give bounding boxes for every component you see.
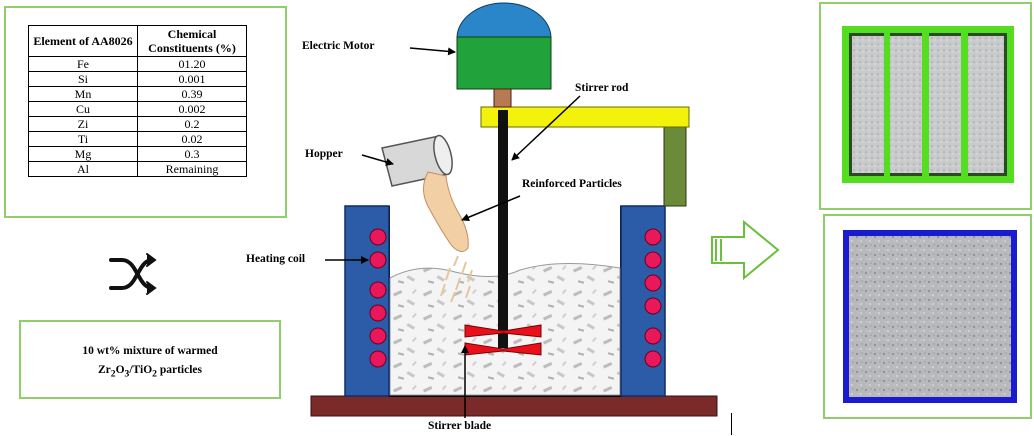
mixture-description: 10 wt% mixture of warmed Zr2O3/TiO2 part… xyxy=(21,342,279,383)
falling-particles xyxy=(440,255,473,303)
furnace-base xyxy=(310,395,718,417)
value-cell: 0.3 xyxy=(137,146,247,162)
motor-body xyxy=(456,36,552,90)
surface-texture-photo xyxy=(843,230,1017,403)
mixture-line-1: 10 wt% mixture of warmed xyxy=(82,345,218,357)
element-cell: Mg xyxy=(28,146,138,162)
stirrer-rod-label: Stirrer rod xyxy=(575,82,629,94)
heating-coil-dots xyxy=(369,228,662,368)
annotation-arrows xyxy=(325,47,581,418)
formula-part: particles xyxy=(156,364,202,376)
heating-coil-label: Heating coil xyxy=(246,253,306,265)
formula-part: /TiO xyxy=(129,364,153,376)
shuffle-icon xyxy=(109,253,157,295)
value-cell: 0.002 xyxy=(137,101,247,117)
stirrer-rod xyxy=(498,110,508,348)
element-cell: Al xyxy=(28,161,138,177)
specimen-rods-photo xyxy=(842,26,1014,183)
mixture-panel: 10 wt% mixture of warmed Zr2O3/TiO2 part… xyxy=(19,320,281,399)
support-frame xyxy=(480,106,690,128)
stirrer-blade-label: Stirrer blade xyxy=(428,420,492,432)
outline-arrow-right-icon xyxy=(711,219,780,281)
composition-table: Element of AA8026 Chemical Constituents … xyxy=(28,25,247,177)
value-cell: 01.20 xyxy=(137,56,247,72)
formula-part: Zr xyxy=(98,364,111,376)
reinforced-particles-label: Reinforced Particles xyxy=(522,178,622,190)
text-cursor xyxy=(731,413,732,435)
motor-dome xyxy=(456,2,552,39)
motor-coupling xyxy=(493,88,512,108)
hopper-label: Hopper xyxy=(305,148,343,160)
element-cell: Mn xyxy=(28,86,138,102)
reinforced-particle-stream xyxy=(423,171,469,252)
electric-motor-label: Electric Motor xyxy=(302,40,375,52)
value-cell: Remaining xyxy=(137,161,247,177)
formula-subscript: 2 xyxy=(152,368,157,380)
mixture-line-2: Zr2O3/TiO2 particles xyxy=(21,361,279,383)
composition-table-panel: Element of AA8026 Chemical Constituents … xyxy=(4,6,287,218)
formula-part: O xyxy=(115,364,125,376)
formula-subscript: 3 xyxy=(124,368,130,380)
support-post xyxy=(663,125,687,207)
formula-subscript: 2 xyxy=(110,368,116,380)
